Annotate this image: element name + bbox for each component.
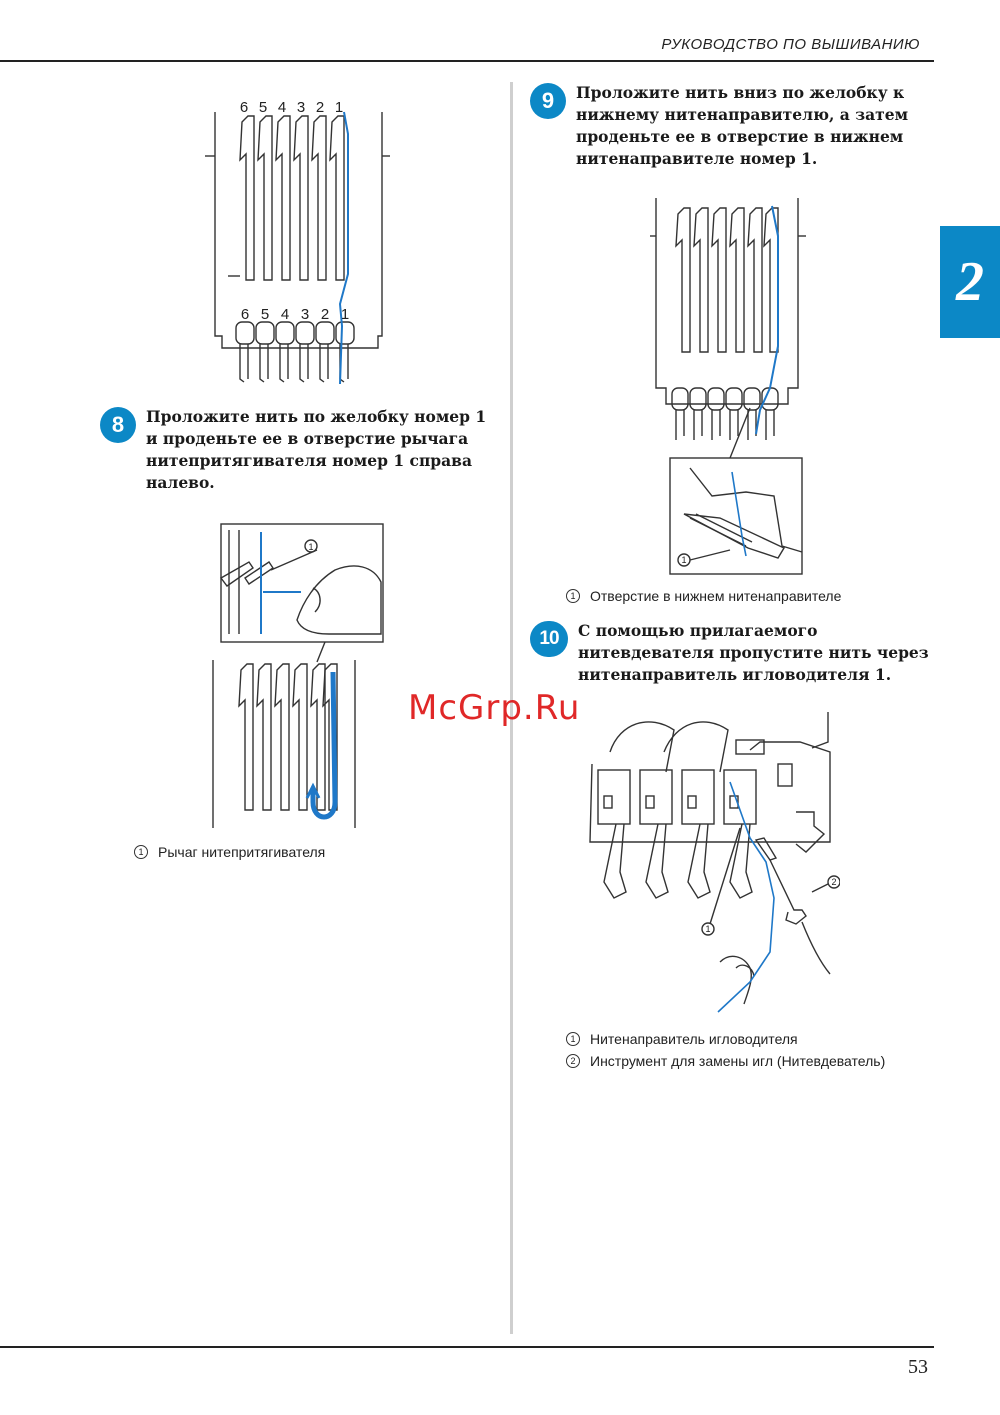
guide-number-bottom: 6 (241, 306, 249, 323)
guide-number-top: 6 (240, 99, 248, 116)
footer-rule (0, 1346, 934, 1348)
running-header: РУКОВОДСТВО ПО ВЫШИВАНИЮ (661, 36, 920, 53)
step-number-badge: 9 (530, 83, 566, 119)
guide-number-top: 2 (316, 99, 324, 116)
watermark: McGrp.Ru (408, 688, 581, 728)
step-8: 8 Проложите нить по желобку номер 1 и пр… (100, 406, 490, 494)
step-instruction: С помощью прилагаемого нитевдевателя про… (578, 621, 929, 684)
step-number-badge: 10 (530, 621, 568, 657)
figure-thread-guides: 6 5 4 3 2 1 6 5 4 3 2 1 (205, 99, 390, 385)
step-9: 9 Проложите нить вниз по желобку к нижне… (530, 82, 930, 170)
caption-threader-tool: 2 Инструмент для замены игл (Нитевдевате… (566, 1053, 885, 1069)
guide-number-top: 5 (259, 99, 267, 116)
caption-text: Инструмент для замены игл (Нитевдеватель… (590, 1053, 886, 1069)
caption-needle-bar-guide: 1 Нитенаправитель игловодителя (566, 1031, 798, 1047)
caption-number: 1 (134, 845, 148, 859)
guide-number-top: 1 (335, 99, 343, 116)
guide-number-bottom: 3 (301, 306, 309, 323)
figure-lower-thread-guide: 1 (650, 198, 806, 575)
callout-2: 2 (831, 877, 836, 887)
caption-take-up-lever: 1 Рычаг нитепритягивателя (134, 844, 325, 860)
figure-needle-bar-threader: 1 2 (589, 712, 840, 1013)
step-number-badge: 8 (100, 407, 136, 443)
caption-number: 2 (566, 1054, 580, 1068)
guide-number-bottom: 2 (321, 306, 329, 323)
page-number: 53 (908, 1356, 928, 1378)
step-10: 10 С помощью прилагаемого нитевдевателя … (530, 620, 930, 686)
caption-text: Нитенаправитель игловодителя (590, 1031, 798, 1047)
guide-number-bottom: 5 (261, 306, 269, 323)
chapter-tab: 2 (940, 226, 1000, 338)
figure-take-up-lever: 1 (212, 523, 384, 828)
guide-number-bottom: 4 (281, 306, 289, 323)
callout-1: 1 (308, 542, 313, 552)
guide-number-top: 3 (297, 99, 305, 116)
header-rule (0, 60, 934, 62)
step-instruction: Проложите нить вниз по желобку к нижнему… (576, 83, 909, 168)
step-instruction: Проложите нить по желобку номер 1 и прод… (146, 407, 487, 492)
caption-number: 1 (566, 589, 580, 603)
caption-lower-thread-guide: 1 Отверстие в нижнем нитенаправителе (566, 588, 841, 604)
column-divider (510, 82, 513, 1334)
callout-1: 1 (681, 555, 686, 565)
guide-number-bottom: 1 (341, 306, 349, 323)
guide-number-top: 4 (278, 99, 286, 116)
callout-1: 1 (705, 924, 710, 934)
caption-text: Рычаг нитепритягивателя (158, 844, 326, 860)
caption-text: Отверстие в нижнем нитенаправителе (590, 588, 842, 604)
caption-number: 1 (566, 1032, 580, 1046)
